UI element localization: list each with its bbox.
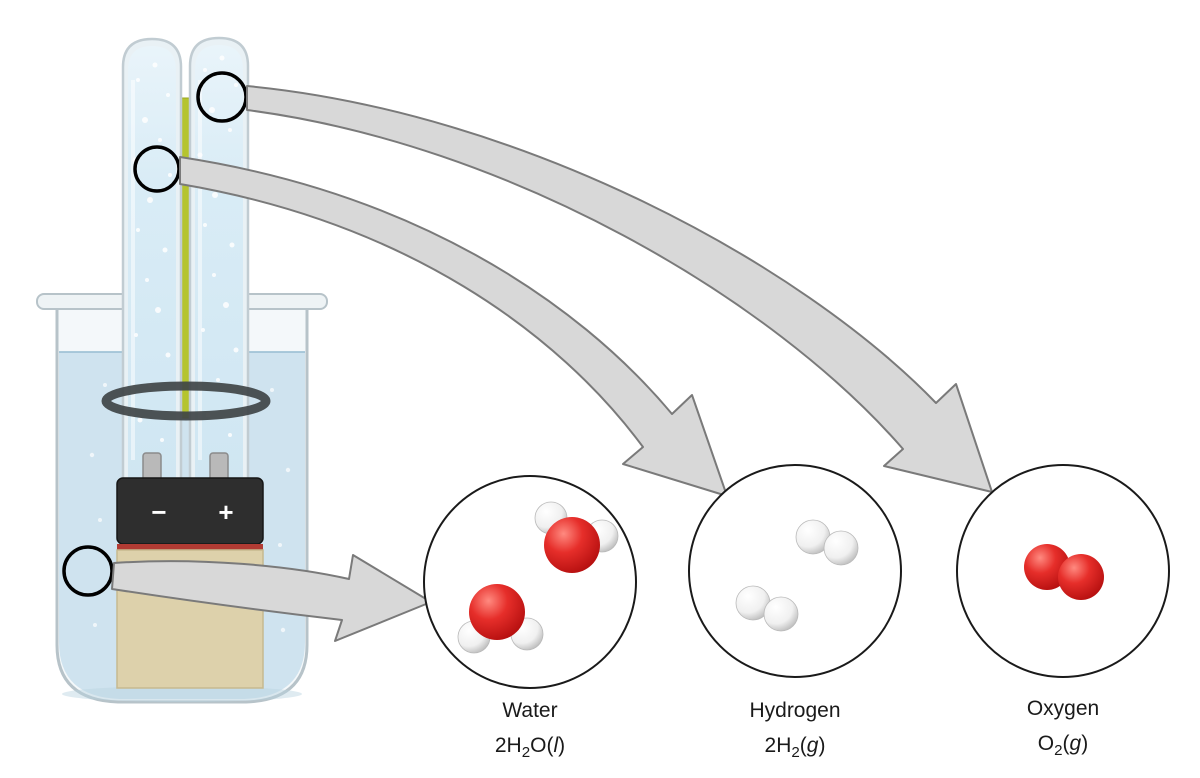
water-substance-name: Water (502, 699, 558, 722)
battery-casing-top (116, 477, 264, 545)
water-molecule-view (423, 475, 637, 689)
hydrogen-molecule-2 (735, 585, 799, 632)
water-label: Water 2H2O(l) (420, 700, 640, 760)
arrow-to-water-view (111, 554, 432, 642)
hydrogen-atom (823, 530, 859, 566)
water-view-circle (423, 475, 637, 689)
oxygen-formula: O2(g) (1037, 732, 1089, 760)
hydrogen-view-circle (688, 464, 902, 678)
oxygen-atom (1058, 554, 1104, 600)
oxygen-label: Oxygen O2(g) (953, 698, 1173, 758)
hydrogen-formula: 2H2(g) (764, 734, 826, 762)
hydrogen-label: Hydrogen 2H2(g) (685, 700, 905, 760)
test-tube-right-highlight (198, 80, 202, 460)
water-molecule-2 (457, 584, 544, 654)
arrow-to-oxygen-view (246, 85, 993, 493)
hydrogen-molecule-1 (795, 519, 859, 566)
hydrogen-molecule-view (688, 464, 902, 678)
hydrogen-substance-name: Hydrogen (749, 699, 841, 722)
beaker-bottom-shading (62, 686, 302, 702)
oxygen-atom (544, 517, 600, 573)
battery-negative-terminal: − (151, 497, 166, 527)
electrode-strip (180, 97, 191, 419)
hydrogen-atom (763, 596, 799, 632)
test-tube-left (121, 37, 183, 502)
gas-bubbles-beaker (89, 383, 291, 633)
ring-clamp (101, 381, 271, 421)
oxygen-molecule (1024, 544, 1104, 600)
oxygen-molecule-view (956, 464, 1170, 678)
callout-circle-water-source (62, 545, 114, 597)
oxygen-substance-name: Oxygen (1026, 697, 1100, 720)
oxygen-atom (469, 584, 525, 640)
test-tube-left-liquid (128, 46, 176, 498)
test-tube-left-highlight (131, 80, 135, 460)
water-formula: 2H2O(l) (494, 734, 566, 762)
battery-positive-terminal: + (218, 497, 233, 527)
battery-stripe (117, 544, 263, 550)
callout-arrows (111, 85, 993, 642)
water-molecule-1 (534, 501, 619, 573)
